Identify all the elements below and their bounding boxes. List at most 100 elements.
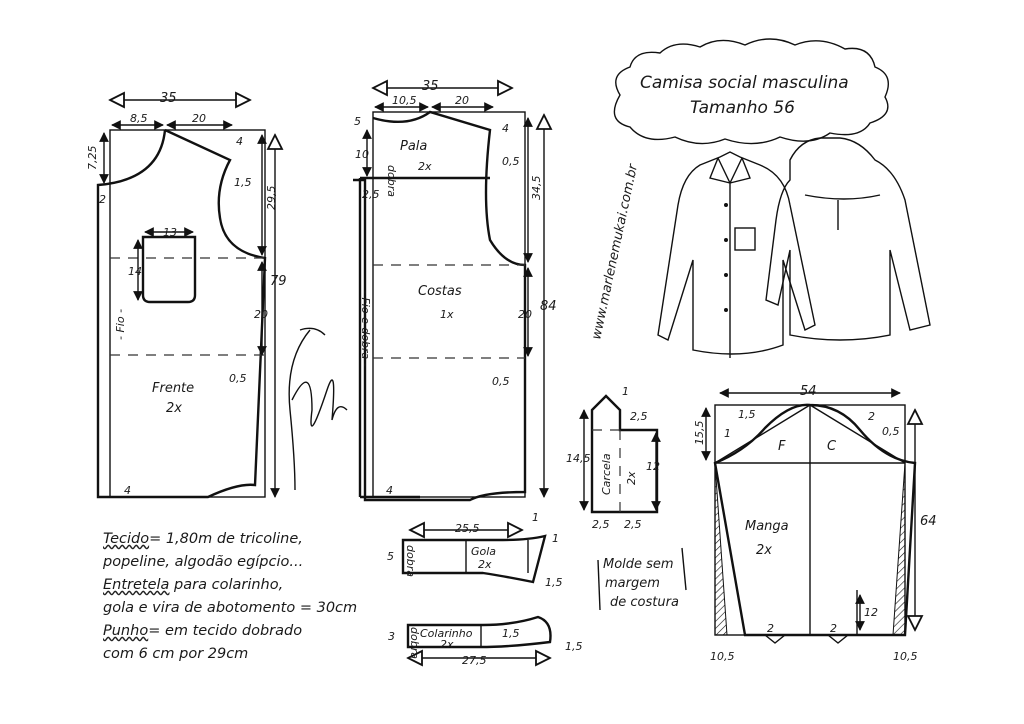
front-shoulder: 20 bbox=[192, 112, 206, 125]
placket-qty: 2x bbox=[625, 471, 638, 485]
sleeve-cap-2: 1 bbox=[724, 427, 731, 440]
placket-pattern: 14,5 12 1 2,5 Carcela 2x 2,5 2,5 bbox=[566, 385, 661, 531]
front-lower: 20 bbox=[254, 308, 268, 321]
back-length: 84 bbox=[540, 299, 557, 314]
collar-tip-up: 1 bbox=[532, 511, 539, 524]
sleeve-taper-right: 10,5 bbox=[893, 650, 918, 663]
sleeve-pleat-2: 2 bbox=[830, 622, 837, 635]
front-grain: - Fio - bbox=[114, 309, 127, 340]
front-armhole-curve: 1,5 bbox=[234, 176, 252, 189]
collar-band-pattern: 27,5 3 dobra Colarinho 2x 1,5 1,5 bbox=[388, 615, 583, 667]
band-curve: 1,5 bbox=[502, 627, 520, 640]
front-neck-width: 8,5 bbox=[130, 112, 148, 125]
seam-note-line2: margem bbox=[605, 576, 660, 591]
band-qty: 2x bbox=[440, 638, 454, 651]
placket-width-2: 2,5 bbox=[624, 518, 642, 531]
back-shoulder-drop: 4 bbox=[502, 122, 509, 135]
website-text: www.marlenemukai.com.br bbox=[589, 161, 641, 340]
front-side-curve: 0,5 bbox=[229, 372, 247, 385]
placket-side: 12 bbox=[646, 460, 660, 473]
title-line2: Tamanho 56 bbox=[690, 98, 795, 118]
fabric-label: Tecido bbox=[103, 531, 150, 547]
back-fold: dobra bbox=[385, 165, 398, 197]
back-armhole-depth: 34,5 bbox=[530, 176, 543, 201]
seam-note-line3: de costura bbox=[610, 595, 679, 610]
front-label: Frente bbox=[152, 381, 194, 396]
back-yoke-ext: 2,5 bbox=[362, 188, 380, 201]
material-notes: Tecido= 1,80m de tricoline, popeline, al… bbox=[103, 528, 357, 666]
sleeve-front-mark: F bbox=[778, 439, 786, 454]
band-height: 3 bbox=[388, 630, 395, 643]
signature bbox=[288, 327, 348, 491]
sleeve-pleat-1: 2 bbox=[767, 622, 774, 635]
back-width: 35 bbox=[422, 79, 439, 94]
placket-width-1: 2,5 bbox=[592, 518, 610, 531]
sleeve-slit: 12 bbox=[864, 606, 878, 619]
back-side-curve: 0,5 bbox=[492, 375, 510, 388]
fabric-text-2: popeline, algodão egípcio... bbox=[103, 554, 304, 570]
front-pattern: 35 8,5 20 7,25 2 4 1,5 13 14 29,5 79 20 … bbox=[86, 91, 287, 499]
seam-allowance-note: Molde sem margem de costura bbox=[597, 547, 687, 611]
back-pattern: 35 10,5 20 5 10 2,5 dobra Pala 2x 4 0,5 … bbox=[353, 79, 557, 502]
sleeve-cap-height: 15,5 bbox=[693, 421, 706, 446]
collar-tip-low: 1,5 bbox=[545, 576, 563, 589]
yoke-label: Pala bbox=[400, 139, 427, 154]
interfacing-text: para colarinho, bbox=[169, 577, 284, 593]
collar-height: 5 bbox=[387, 550, 394, 563]
band-fold: dobra bbox=[408, 627, 421, 659]
sleeve-back-mark: C bbox=[827, 439, 837, 454]
sleeve-cap-4: 0,5 bbox=[882, 425, 900, 438]
placket-point: 2,5 bbox=[630, 410, 648, 423]
sleeve-width: 54 bbox=[800, 384, 817, 399]
cuff-text-2: com 6 cm por 29cm bbox=[103, 646, 249, 662]
front-width: 35 bbox=[160, 91, 177, 106]
pocket-height: 14 bbox=[128, 265, 142, 278]
back-neck-width: 10,5 bbox=[392, 94, 417, 107]
band-length: 27,5 bbox=[462, 654, 487, 667]
sleeve-length: 64 bbox=[920, 514, 937, 529]
collar-fold: dobra bbox=[404, 545, 417, 577]
collar-length: 25,5 bbox=[455, 522, 480, 535]
sleeve-label: Manga bbox=[745, 519, 789, 534]
collar-qty: 2x bbox=[478, 558, 492, 571]
back-label: Costas bbox=[418, 284, 462, 299]
sleeve-qty: 2x bbox=[756, 543, 772, 558]
front-shoulder-drop: 4 bbox=[236, 135, 243, 148]
band-label: Colarinho bbox=[420, 627, 473, 640]
front-armhole-depth: 29,5 bbox=[265, 186, 278, 211]
placket-label: Carcela bbox=[600, 453, 613, 495]
shirt-back-illustration bbox=[765, 137, 931, 341]
back-armhole-curve: 0,5 bbox=[502, 155, 520, 168]
sleeve-cap-1: 1,5 bbox=[738, 408, 756, 421]
sleeve-taper-left: 10,5 bbox=[710, 650, 735, 663]
fabric-text: = 1,80m de tricoline, bbox=[149, 531, 303, 547]
front-neck-depth: 7,25 bbox=[86, 146, 99, 171]
placket-tip: 1 bbox=[622, 385, 629, 398]
back-qty: 1x bbox=[440, 308, 454, 321]
collar-pattern: 25,5 5 dobra Gola 2x 1 1 1,5 bbox=[387, 511, 563, 589]
front-extension: 2 bbox=[99, 193, 106, 206]
collar-tip-right: 1 bbox=[552, 532, 559, 545]
cuff-text: = em tecido dobrado bbox=[148, 623, 303, 639]
interfacing-label: Entretela bbox=[103, 577, 170, 593]
collar-label: Gola bbox=[471, 545, 496, 558]
front-hem: 4 bbox=[124, 484, 131, 497]
back-grain: - Fio e dobra - bbox=[359, 290, 372, 367]
back-neck-depth: 5 bbox=[354, 115, 361, 128]
cuff-label: Punho bbox=[103, 623, 149, 639]
placket-total: 14,5 bbox=[566, 452, 591, 465]
back-lower: 20 bbox=[518, 308, 532, 321]
title-cloud: Camisa social masculina Tamanho 56 bbox=[613, 38, 889, 145]
back-shoulder: 20 bbox=[455, 94, 469, 107]
back-yoke-height: 10 bbox=[355, 148, 369, 161]
interfacing-text-2: gola e vira de abotomento = 30cm bbox=[103, 600, 358, 616]
yoke-qty: 2x bbox=[418, 160, 432, 173]
sleeve-cap-3: 2 bbox=[868, 410, 875, 423]
front-qty: 2x bbox=[166, 401, 182, 416]
pocket-width: 13 bbox=[163, 226, 177, 239]
seam-note-line1: Molde sem bbox=[603, 557, 674, 572]
shirt-front-illustration bbox=[657, 151, 816, 358]
back-hem: 4 bbox=[386, 484, 393, 497]
band-tip: 1,5 bbox=[565, 640, 583, 653]
